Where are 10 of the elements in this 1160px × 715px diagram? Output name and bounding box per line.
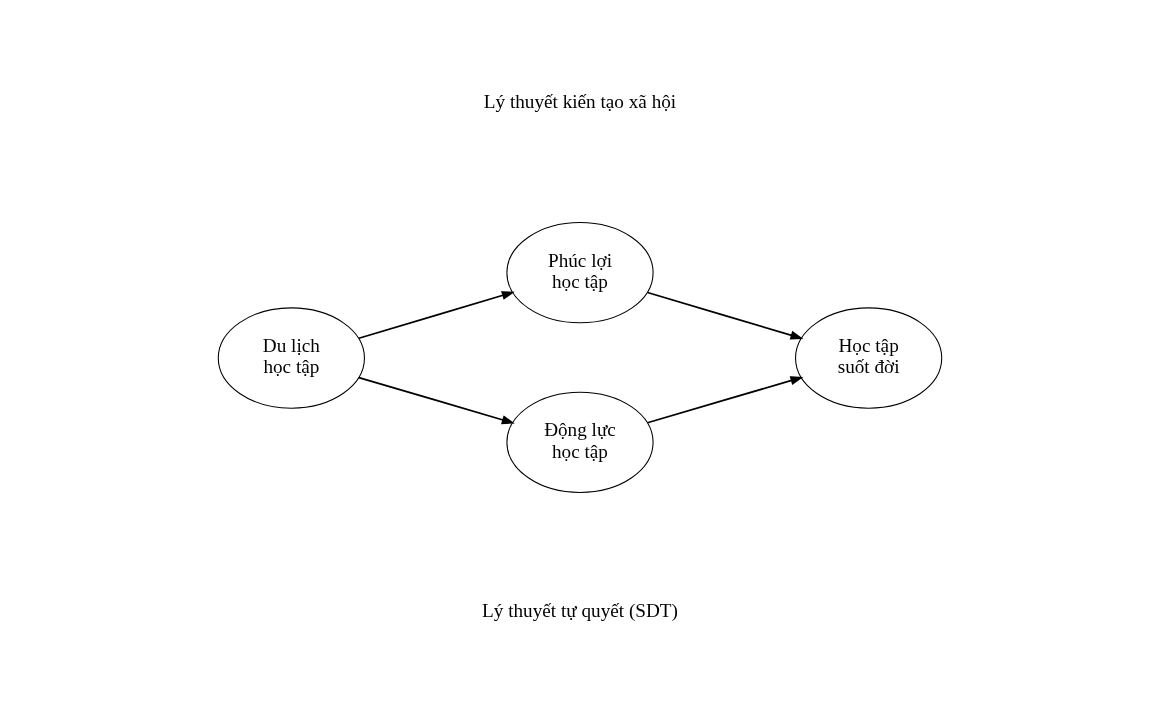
node-ellipse: Học tập suốt đời xyxy=(795,307,943,409)
arrow xyxy=(646,291,804,340)
node-ellipse: Động lực học tập xyxy=(506,391,654,493)
label: Lý thuyết kiến tạo xã hội xyxy=(483,90,677,112)
node-ellipse: Du lịch học tập xyxy=(217,307,365,409)
arrow xyxy=(358,291,515,340)
arrow xyxy=(646,376,804,424)
node-ellipse: Phúc lợi học tập xyxy=(506,222,654,324)
arrow xyxy=(358,376,515,425)
label: Lý thuyết tự quyết (SDT) xyxy=(482,599,678,621)
